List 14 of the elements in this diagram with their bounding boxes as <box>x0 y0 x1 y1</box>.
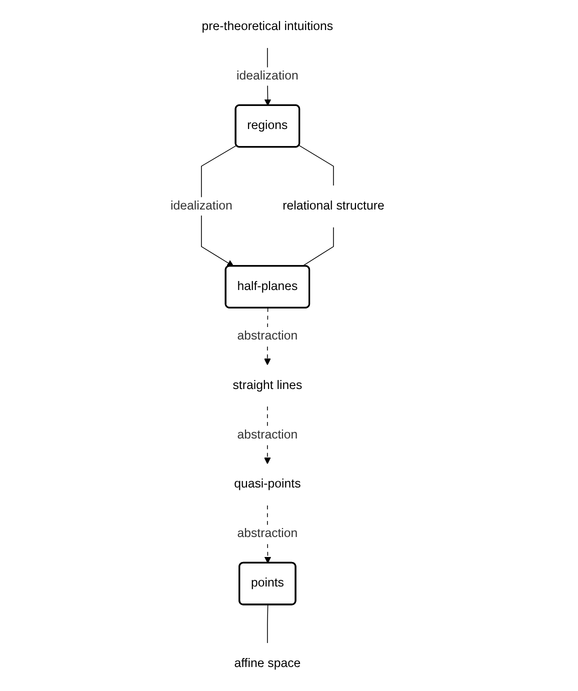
connector <box>298 145 334 186</box>
connector <box>267 604 268 644</box>
node-text: quasi-points <box>234 478 301 491</box>
node-text: relational structure <box>282 199 384 213</box>
node-text: pre-theoretical intuitions <box>202 20 334 34</box>
node-text: affine space <box>234 656 301 670</box>
arrow <box>201 145 237 267</box>
edge-label: idealization <box>170 199 232 213</box>
edge-label: abstraction <box>237 527 298 540</box>
edge-label: idealization <box>236 70 298 83</box>
node-text: straight lines <box>232 378 302 392</box>
edge-label: abstraction <box>237 329 298 342</box>
connector <box>302 226 334 267</box>
edge-label: abstraction <box>237 428 298 442</box>
